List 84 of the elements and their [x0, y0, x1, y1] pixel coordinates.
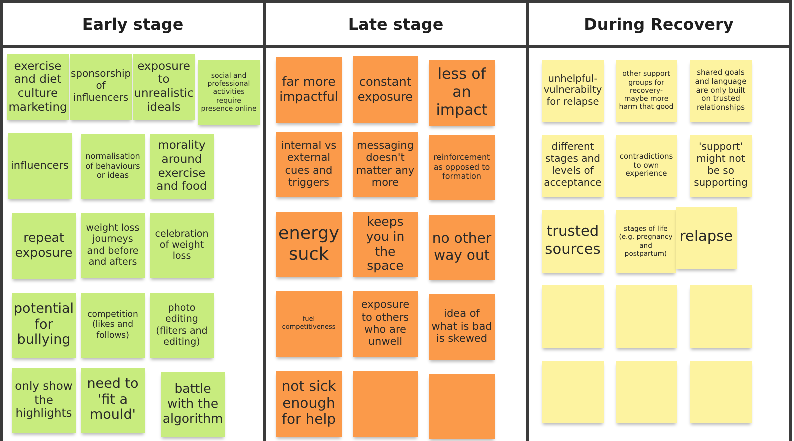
note-text: photo editing (fliters and editing)	[155, 303, 209, 348]
note-text: sponsorship of influencers	[70, 69, 132, 105]
sticky-note	[429, 374, 495, 439]
board-column	[263, 0, 529, 441]
sticky-note	[616, 210, 676, 273]
sticky-note	[8, 133, 72, 199]
board-column	[0, 0, 266, 441]
sticky-note	[616, 361, 677, 423]
note-text: far more impactful	[278, 75, 340, 105]
sticky-note	[150, 293, 214, 358]
sticky-note	[542, 285, 604, 348]
sticky-note	[12, 213, 76, 279]
note-text: messaging doesn't matter any more	[355, 140, 416, 190]
note-text: exposure to unrealistic ideals	[134, 60, 194, 114]
sticky-note	[276, 291, 342, 357]
sticky-note	[353, 212, 418, 277]
sticky-note	[7, 54, 69, 120]
sticky-note	[542, 60, 604, 122]
sticky-note	[276, 212, 342, 277]
sticky-note	[542, 210, 604, 273]
note-text: exercise and diet culture marketing	[8, 60, 68, 114]
note-text: constant exposure	[356, 75, 414, 104]
note-text: different stages and levels of acceptance	[544, 142, 602, 190]
sticky-note	[616, 135, 677, 197]
sticky-note	[616, 285, 677, 348]
sticky-note	[616, 60, 677, 122]
sticky-note	[12, 293, 76, 358]
note-text: morality around exercise and food	[156, 139, 208, 194]
sticky-note	[276, 371, 342, 437]
column-heading: Late stage	[348, 14, 444, 34]
note-text: celebration of weight loss	[154, 228, 210, 262]
sticky-note	[542, 135, 604, 197]
note-text: weight loss journeys and before and afters	[85, 223, 141, 268]
note-text: no other way out	[431, 230, 493, 264]
column-heading: Early stage	[82, 14, 184, 34]
note-text: less of an impact	[435, 66, 489, 120]
sticky-note	[690, 135, 752, 197]
board-column	[526, 0, 792, 441]
note-text: competition (likes and follows)	[86, 310, 140, 341]
note-text: normalisation of behaviours or ideas	[84, 152, 142, 181]
note-text: trusted sources	[544, 224, 602, 259]
sticky-note	[81, 368, 145, 433]
sticky-note	[429, 135, 495, 200]
sticky-note	[353, 371, 418, 437]
sticky-note	[133, 54, 195, 120]
note-text: relapse	[680, 229, 734, 247]
note-text: exposure to others who are unwell	[360, 299, 411, 349]
sticky-note	[70, 54, 132, 120]
sticky-note	[81, 293, 145, 358]
sticky-note	[429, 294, 495, 360]
note-text: keeps you in the space	[365, 215, 406, 274]
sticky-note	[429, 60, 495, 126]
note-text: idea of what is bad is skewed	[431, 308, 493, 346]
note-text: not sick enough for help	[280, 379, 338, 429]
note-text: influencers	[11, 160, 69, 172]
sticky-note	[161, 372, 225, 437]
sticky-note	[353, 56, 418, 123]
sticky-note	[81, 134, 145, 199]
sticky-note	[690, 60, 752, 122]
sticky-note	[150, 213, 214, 278]
note-text: repeat exposure	[14, 231, 74, 261]
note-text: energy suck	[278, 224, 340, 266]
sticky-note	[276, 57, 342, 123]
sticky-note	[12, 368, 76, 433]
note-text: battle with the algorithm	[162, 382, 224, 427]
sticky-note	[150, 134, 214, 199]
sticky-note	[429, 215, 495, 280]
note-text: only show the highlights	[14, 380, 74, 421]
sticky-note	[353, 291, 418, 357]
sticky-note	[198, 60, 260, 125]
note-text: potential for bullying	[14, 302, 74, 350]
note-text: unhelpful- vulnerabilty for relapse	[544, 74, 602, 108]
note-text: reinforcement as opposed to formation	[432, 153, 492, 182]
sticky-note	[690, 361, 752, 423]
note-text: 'support' might not be so supporting	[693, 142, 749, 190]
sticky-note	[81, 213, 145, 278]
column-heading: During Recovery	[584, 14, 734, 34]
sticky-note	[353, 132, 418, 197]
sticky-note	[690, 285, 752, 348]
sticky-note	[276, 132, 342, 197]
sticky-note	[542, 361, 604, 423]
note-text: need to 'fit a mould'	[86, 376, 140, 424]
note-text: internal vs external cues and triggers	[280, 140, 338, 190]
sticky-note	[676, 207, 737, 269]
